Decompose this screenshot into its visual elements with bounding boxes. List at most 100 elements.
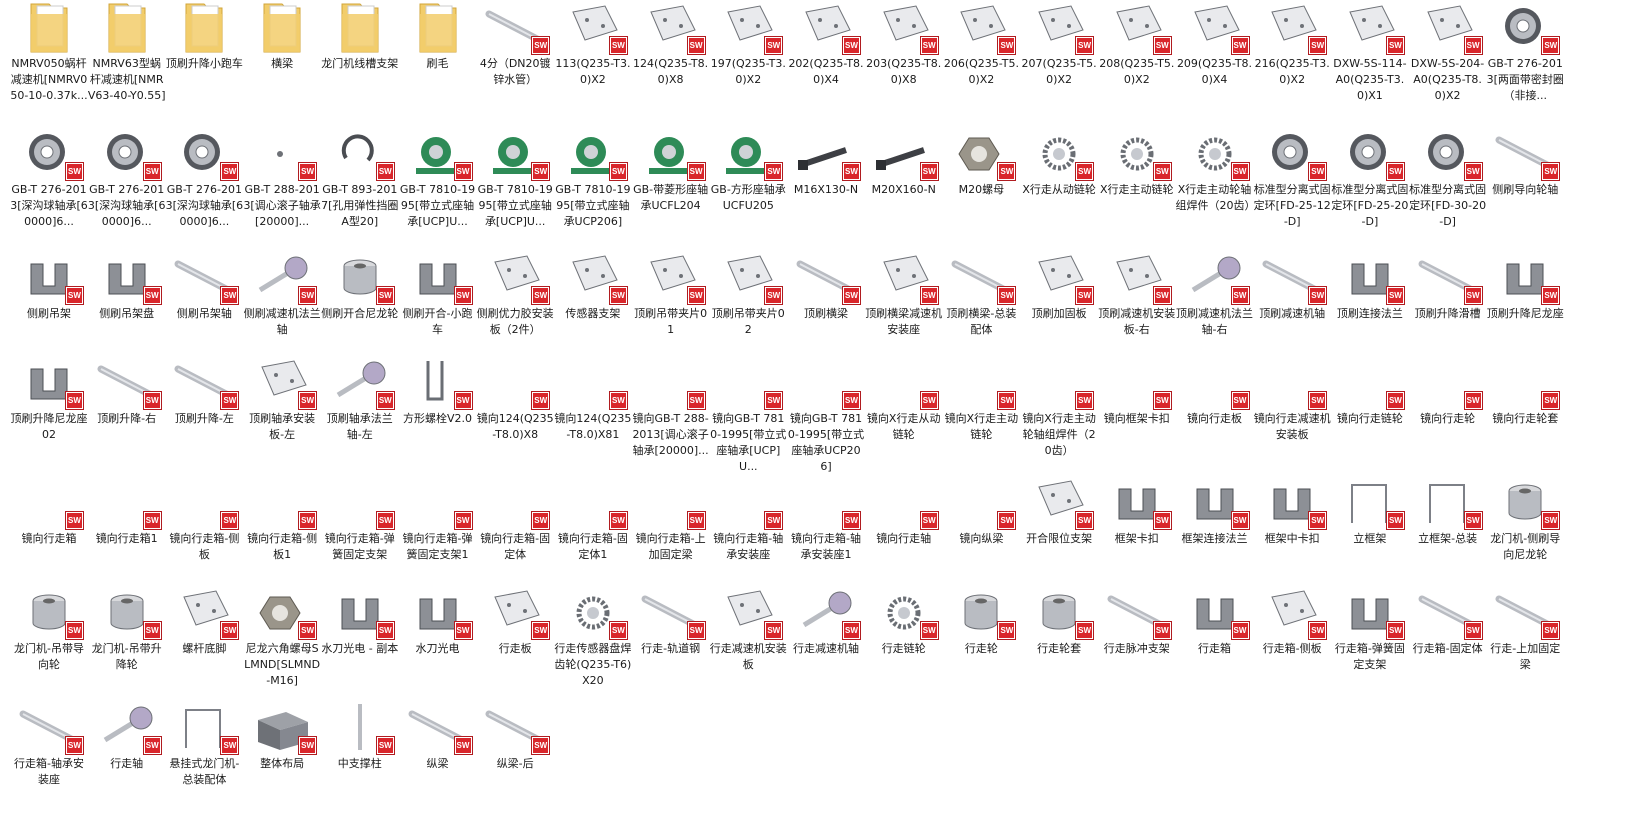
file-item[interactable]: 刷毛 bbox=[399, 0, 477, 72]
file-item[interactable]: NMRV63型蜗杆减速机[NMRV63-40-Y0.55] bbox=[88, 0, 166, 104]
file-item[interactable]: 顶刷升降小跑车 bbox=[165, 0, 243, 72]
file-item[interactable]: NMRV050蜗杆减速机[NMRV050-10-0.37k... bbox=[10, 0, 88, 104]
file-item[interactable]: 龙门机线槽支架 bbox=[321, 0, 399, 72]
